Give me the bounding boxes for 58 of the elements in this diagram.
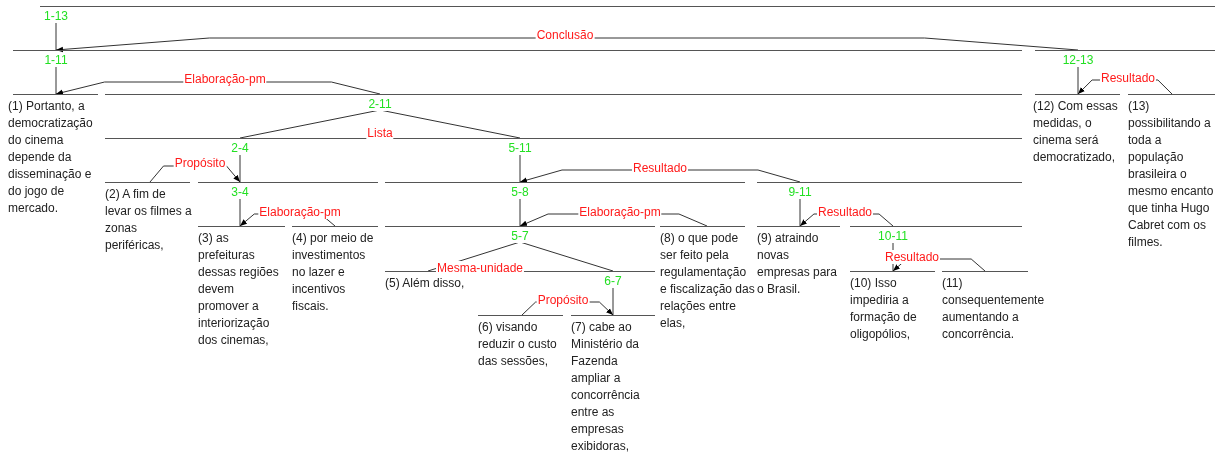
span-bar [850, 226, 1022, 246]
segment-text: (1) Portanto, a democratização do cinema depende da disseminação e do jogo de mercado. [8, 98, 94, 217]
span-line [239, 197, 241, 227]
span-label: 10-11 [878, 229, 908, 243]
segment-text: (11) consequentemente aumentando a concorrência. [942, 275, 1046, 343]
segment-text: (10) Isso impediria a formação de oligopólios, [850, 275, 918, 343]
segment-text: (6) visando reduzir o custo das sessões, [478, 319, 558, 370]
segment-text: (9) atraindo novas empresas para o Brasil. [757, 230, 839, 298]
relation-label: Conclusão [535, 28, 595, 42]
segment-text: (3) as prefeituras dessas regiões devem promover a interiorização dos cinemas, [198, 230, 280, 349]
span-label: 1-11 [44, 53, 68, 67]
span-bar [198, 182, 378, 202]
span-line [1077, 65, 1079, 95]
segment-text: (12) Com essas medidas, o cinema será democratizado, [1033, 98, 1119, 166]
segment-text: (4) por meio de investimentos no lazer e incentivos fiscais. [292, 230, 375, 315]
segment-text: (8) o que pode ser feito pela regulamentação e fiscalização das relações entre elas, [660, 230, 755, 332]
relation-arrow [55, 37, 1079, 53]
segment-text: (5) Além disso, [385, 275, 466, 292]
span-label: 6-7 [604, 274, 622, 288]
relation-label: Resultado [1100, 71, 1156, 85]
relation-label: Propósito [536, 293, 590, 307]
segment-bar [850, 271, 935, 343]
relation-label: Elaboração-pm [183, 72, 267, 86]
span-line [799, 197, 801, 227]
relation-label: Resultado [884, 250, 940, 264]
relation-label: Lista [366, 126, 394, 140]
segment-text: (2) A fim de levar os filmes a zonas periféricas, [105, 186, 193, 254]
span-label: 12-13 [1062, 53, 1094, 67]
relation-label: Resultado [817, 205, 873, 219]
span-bar [385, 226, 655, 246]
span-line [519, 153, 521, 183]
relation-label: Propósito [173, 156, 227, 170]
span-label: 1-13 [44, 9, 68, 23]
span-bar [1035, 50, 1215, 70]
relation-label: Mesma-unidade [436, 261, 524, 275]
span-line [612, 286, 614, 316]
span-label: 5-7 [511, 229, 529, 243]
span-label: 9-11 [788, 185, 812, 199]
span-bar [13, 50, 1022, 70]
span-label: 2-4 [231, 141, 249, 155]
segment-bar [571, 315, 655, 455]
span-line [55, 21, 57, 51]
span-bar [757, 182, 1022, 202]
span-bar [40, 6, 1215, 26]
span-line [519, 197, 521, 227]
span-label: 5-11 [508, 141, 532, 155]
relation-label: Resultado [632, 161, 688, 175]
relation-label: Elaboração-pm [578, 205, 662, 219]
segment-text: (7) cabe ao Ministério da Fazenda ampliar a concorrência entre as empresas exibidoras, [571, 319, 641, 455]
span-line [55, 65, 57, 95]
span-bar [105, 94, 1022, 114]
span-bar [385, 182, 745, 202]
span-line [239, 153, 241, 183]
span-label: 2-11 [368, 97, 392, 111]
span-label: 5-8 [511, 185, 529, 199]
relation-label: Elaboração-pm [258, 205, 342, 219]
span-label: 3-4 [231, 185, 249, 199]
segment-text: (13) possibilitando a toda a população brasileira o mesmo encanto que tinha Hugo Cabret com os filmes. [1128, 98, 1215, 251]
